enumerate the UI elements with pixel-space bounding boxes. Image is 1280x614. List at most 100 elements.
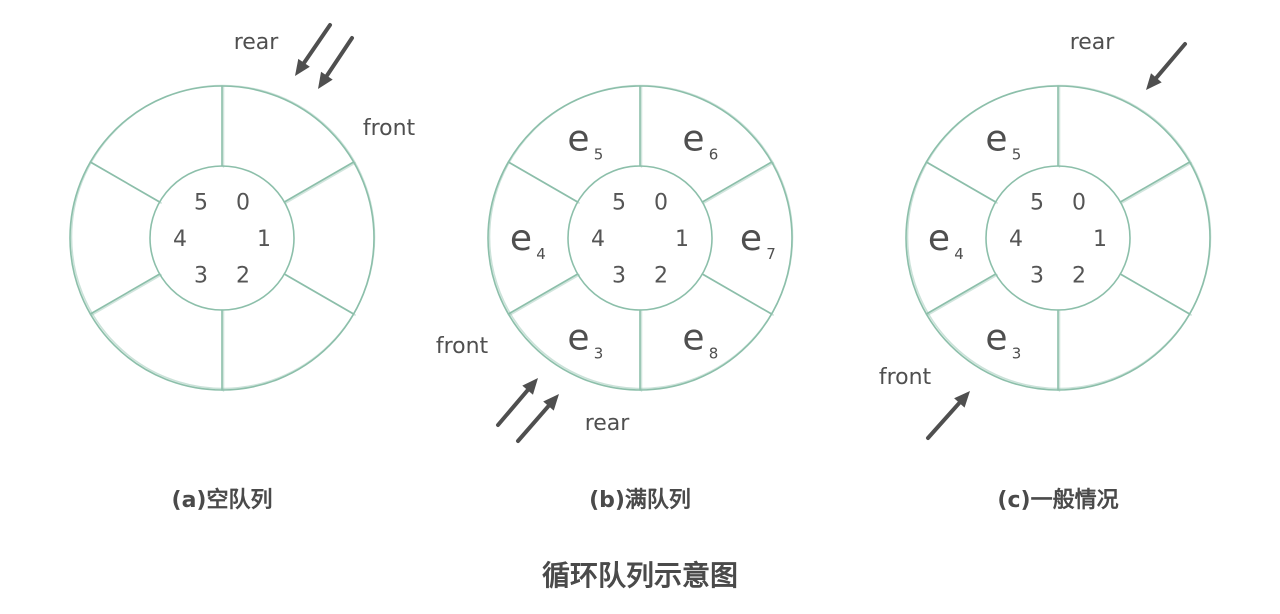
slot-index-1: 1 xyxy=(257,227,271,252)
outer-ring-sketch xyxy=(488,84,794,390)
rear-pointer-label: rear xyxy=(1070,30,1116,55)
arrow-shaft xyxy=(300,23,332,67)
front-pointer-label: front xyxy=(879,365,932,390)
slot-index-4: 4 xyxy=(1009,227,1023,252)
slot-divider-sketch xyxy=(1121,274,1192,316)
arrow-head xyxy=(295,58,310,76)
front-pointer-arrow xyxy=(516,394,559,443)
slot-index-2: 2 xyxy=(654,263,668,288)
element-letter: e xyxy=(740,218,762,259)
element-letter: e xyxy=(682,318,704,359)
arrow-head xyxy=(954,391,970,408)
slot-divider-sketch xyxy=(703,162,774,204)
slot-index-5: 5 xyxy=(1030,191,1044,216)
panel-caption: (c)一般情况 xyxy=(997,487,1118,513)
slot-divider xyxy=(89,161,161,203)
panel-caption: (b)满队列 xyxy=(589,488,691,513)
arrow-head xyxy=(522,378,538,395)
arrow-shaft xyxy=(323,36,354,80)
arrow-head xyxy=(543,394,559,411)
element-subscript: 4 xyxy=(954,245,964,263)
arrow-head xyxy=(318,71,333,89)
slot-divider xyxy=(701,161,773,203)
rear-pointer-arrow xyxy=(318,36,354,89)
front-pointer-label: front xyxy=(363,116,416,141)
element-letter: e xyxy=(985,118,1007,159)
slot-divider-sketch xyxy=(285,162,356,204)
element-subscript: 3 xyxy=(594,345,604,363)
arrow-shaft xyxy=(926,399,963,440)
slot-divider xyxy=(925,273,997,315)
slot-divider xyxy=(1119,161,1191,203)
rear-pointer-label: rear xyxy=(585,411,631,436)
slot-index-2: 2 xyxy=(1072,263,1086,288)
arrow-shaft xyxy=(1153,42,1187,82)
slot-index-4: 4 xyxy=(173,227,187,252)
element-subscript: 7 xyxy=(766,245,776,263)
arrow-shaft xyxy=(496,386,531,427)
front-pointer-label: front xyxy=(436,334,489,359)
slot-index-0: 0 xyxy=(654,191,668,216)
slot-divider-sketch xyxy=(91,162,162,204)
slot-divider-sketch xyxy=(509,274,580,316)
slot-index-3: 3 xyxy=(1030,263,1044,288)
slot-divider-sketch xyxy=(703,274,774,316)
element-letter: e xyxy=(928,218,950,259)
slot-divider-sketch xyxy=(509,162,580,204)
rear-pointer-label: rear xyxy=(234,30,280,55)
element-letter: e xyxy=(682,118,704,159)
slot-divider-sketch xyxy=(91,274,162,316)
element-subscript: 3 xyxy=(1012,345,1022,363)
slot-divider xyxy=(283,273,355,315)
slot-index-3: 3 xyxy=(194,263,208,288)
element-letter: e xyxy=(510,218,532,259)
slot-divider-sketch xyxy=(1121,162,1192,204)
element-subscript: 5 xyxy=(594,145,604,163)
front-pointer-arrow xyxy=(926,391,970,440)
element-subscript: 4 xyxy=(536,245,546,263)
element-subscript: 8 xyxy=(709,345,719,363)
inner-ring xyxy=(567,165,713,311)
slot-divider xyxy=(507,161,579,203)
element-letter: e xyxy=(985,318,1007,359)
front-pointer-arrow xyxy=(496,378,538,427)
slot-index-0: 0 xyxy=(1072,191,1086,216)
element-subscript: 6 xyxy=(709,145,719,163)
rear-pointer-arrow xyxy=(1146,42,1187,90)
slot-divider xyxy=(925,161,997,203)
arrow-shaft xyxy=(516,402,552,443)
slot-index-0: 0 xyxy=(236,191,250,216)
element-subscript: 5 xyxy=(1012,145,1022,163)
slot-divider xyxy=(701,273,773,315)
panel-caption: (a)空队列 xyxy=(172,487,273,513)
slot-divider xyxy=(507,273,579,315)
slot-index-1: 1 xyxy=(1093,227,1107,252)
slot-index-1: 1 xyxy=(675,227,689,252)
slot-index-5: 5 xyxy=(612,191,626,216)
slot-divider-sketch xyxy=(927,162,998,204)
slot-index-3: 3 xyxy=(612,263,626,288)
slot-index-2: 2 xyxy=(236,263,250,288)
rear-pointer-arrow xyxy=(295,23,332,76)
slot-divider-sketch xyxy=(927,274,998,316)
slot-divider-sketch xyxy=(285,274,356,316)
slot-divider xyxy=(283,161,355,203)
inner-ring xyxy=(985,165,1131,311)
element-letter: e xyxy=(567,318,589,359)
outer-ring-sketch xyxy=(70,84,376,390)
diagram-title: 循环队列示意图 xyxy=(542,559,738,592)
arrow-head xyxy=(1146,73,1162,90)
